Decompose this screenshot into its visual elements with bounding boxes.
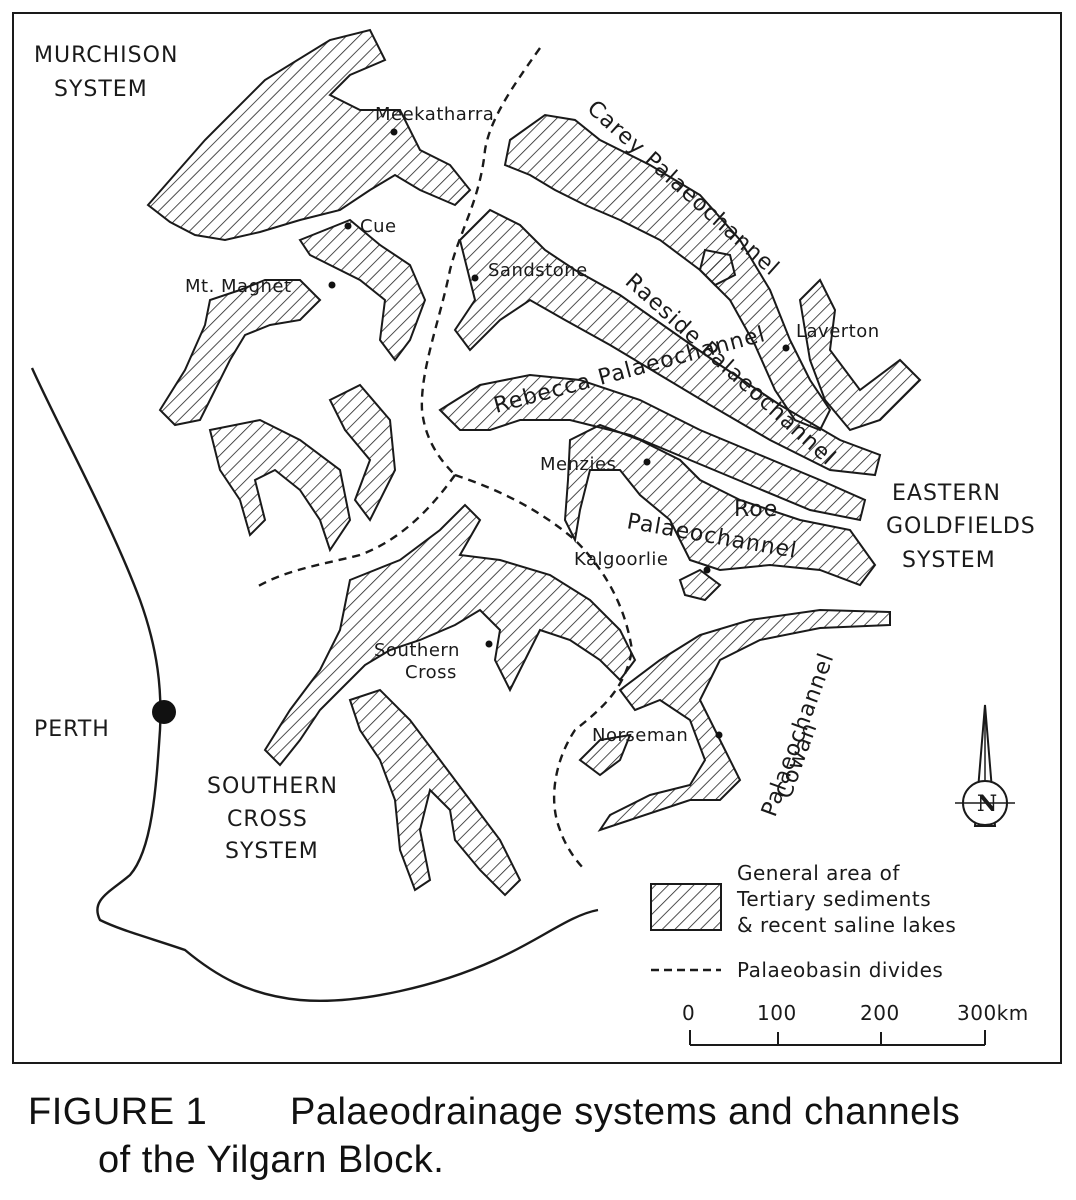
yilgarn-map: MURCHISON SYSTEM SOUTHERN CROSS SYSTEM E…	[30, 28, 1036, 1046]
eastern-goldfields-label-1: EASTERN	[892, 481, 1001, 506]
norseman-marker	[715, 731, 723, 739]
perth-label: PERTH	[34, 717, 110, 742]
figure-number: FIGURE 1	[28, 1091, 208, 1133]
sediment-murchison-north	[146, 28, 472, 242]
menzies-label: Menzies	[540, 454, 616, 475]
sandstone-label: Sandstone	[488, 260, 588, 281]
scale-tick-0: 0	[682, 1001, 695, 1025]
north-arrow-letter: N	[977, 791, 997, 817]
southern-cross-label-b: Cross	[405, 662, 457, 683]
norseman-label: Norseman	[592, 725, 688, 746]
sandstone-marker	[471, 274, 479, 282]
murchison-label-2: SYSTEM	[54, 77, 148, 102]
divide-north	[420, 47, 541, 476]
mt-magnet-marker	[328, 281, 336, 289]
scale-bar: 0 100 200 300km	[682, 1001, 1029, 1046]
laverton-label: Laverton	[796, 321, 880, 342]
eastern-goldfields-label-3: SYSTEM	[902, 548, 996, 573]
eastern-goldfields-label-2: GOLDFIELDS	[886, 514, 1036, 539]
figure-caption: FIGURE 1 Palaeodrainage systems and chann…	[28, 1088, 1068, 1184]
cue-label: Cue	[360, 216, 397, 237]
legend-divides-label: Palaeobasin divides	[737, 958, 943, 982]
southern-cross-label-1: SOUTHERN	[207, 774, 338, 799]
sediment-areas	[146, 28, 922, 897]
sediment-rebecca	[438, 373, 867, 522]
cue-marker	[344, 222, 352, 230]
scale-tick-100: 100	[757, 1001, 797, 1025]
menzies-marker	[643, 458, 651, 466]
kalgoorlie-label: Kalgoorlie	[574, 549, 668, 570]
southern-cross-label-a: Southern	[374, 640, 460, 661]
north-arrow: N	[955, 704, 1015, 827]
southern-cross-label-2: CROSS	[227, 807, 308, 832]
town-markers	[328, 128, 790, 739]
sediment-southern-cross-south	[348, 688, 522, 897]
legend-hatch-swatch	[650, 883, 722, 931]
legend-sediments-line-1: General area of	[737, 861, 900, 885]
murchison-label-1: MURCHISON	[34, 43, 178, 68]
sediment-cue-branch	[298, 218, 427, 362]
sediment-southern-cross	[263, 503, 637, 767]
roe-channel-label-1: Roe	[734, 497, 778, 522]
mt-magnet-label: Mt. Magnet	[185, 276, 292, 297]
kalgoorlie-marker	[703, 566, 711, 574]
palaeobasin-divides	[254, 47, 634, 871]
southern-cross-marker	[485, 640, 493, 648]
sediment-norseman-branch	[578, 733, 632, 777]
southern-cross-label-3: SYSTEM	[225, 839, 319, 864]
coastline	[30, 367, 599, 1002]
divide-southwest	[254, 474, 456, 590]
sediment-cowan	[597, 608, 891, 832]
sediment-laverton-branch	[798, 278, 922, 432]
scale-tick-200: 200	[860, 1001, 900, 1025]
meekatharra-label: Meekatharra	[375, 104, 494, 125]
sediment-murchison-west	[158, 279, 322, 427]
sediment-carey-lake	[698, 248, 737, 287]
legend-sediments-line-3: & recent saline lakes	[737, 913, 956, 937]
sediment-south-branch	[328, 383, 397, 522]
scale-tick-300: 300km	[957, 1001, 1029, 1025]
legend: General area of Tertiary sediments & rec…	[650, 861, 956, 982]
sediment-magnet-south	[208, 418, 352, 553]
laverton-marker	[782, 344, 790, 352]
meekatharra-marker	[390, 128, 398, 136]
sediment-raeside	[453, 208, 882, 477]
divide-southeast	[454, 473, 634, 871]
perth-marker	[152, 700, 176, 724]
map-frame	[12, 12, 1062, 1064]
legend-sediments-line-2: Tertiary sediments	[736, 887, 931, 911]
sediment-kalgoorlie	[678, 568, 722, 602]
sediment-roe	[563, 423, 877, 587]
figure-title-line-2: of the Yilgarn Block.	[98, 1139, 445, 1181]
figure-title-line-1: Palaeodrainage systems and channels	[290, 1091, 961, 1133]
